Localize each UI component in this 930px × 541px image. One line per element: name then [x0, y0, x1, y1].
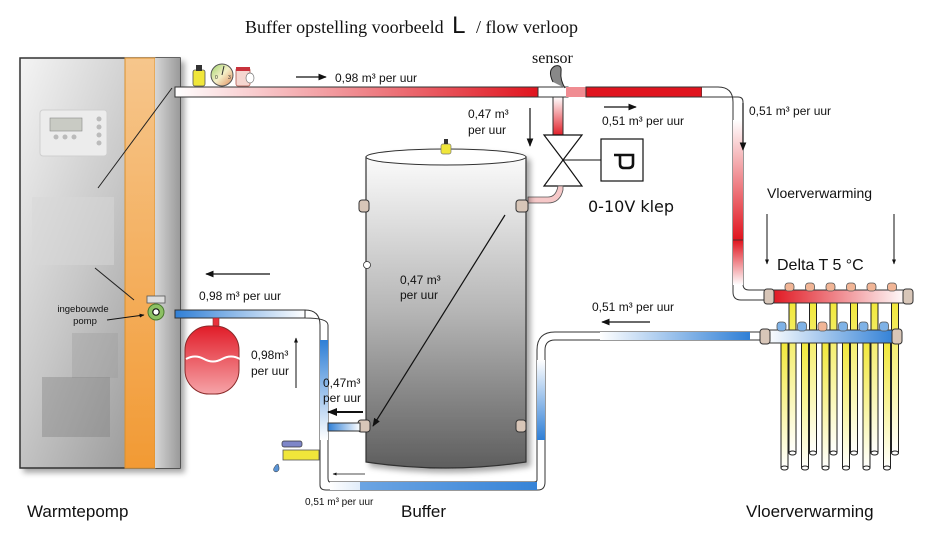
- heat-pump-panel-bottom: [42, 377, 110, 437]
- buffer-internal-flow-arrow: [372, 214, 506, 427]
- bottom-return-label: 0,51 m³ per uur: [305, 497, 374, 508]
- floor-loop-supply-tube: [809, 302, 817, 454]
- to-floor-vertical-label: 0,51 m³ per uur: [749, 104, 831, 118]
- builtin-pump-arrow: [106, 313, 145, 321]
- sensor: [549, 65, 566, 89]
- builtin-pump-label: ingebouwde: [57, 304, 108, 315]
- leader-line-supply: [97, 87, 173, 189]
- floor-heating-loops: [780, 302, 899, 471]
- svg-text:0: 0: [215, 75, 218, 81]
- heat-pump-panel-recess: [32, 197, 114, 265]
- hot-supply-pipe: [174, 86, 771, 301]
- sensor-label: sensor: [532, 50, 574, 67]
- floor-loop-return-end: [801, 465, 809, 471]
- supply-valve-cap: [784, 282, 795, 292]
- safety-valve: [235, 67, 255, 87]
- builtin-pump: [146, 295, 166, 321]
- floor-heating-top-label: Vloerverwarming: [767, 185, 872, 201]
- buffer-connection-top-right: [515, 199, 529, 213]
- expansion-vessel: [184, 317, 241, 395]
- return-floor-label: 0,51 m³ per uur: [592, 300, 674, 314]
- floor-loop-supply-end: [788, 450, 797, 456]
- heat-pump-panel-lower: [72, 333, 118, 378]
- floor-heating-label: Vloerverwarming: [746, 502, 874, 521]
- heat-pump-control-panel: [39, 109, 108, 157]
- supply-valve-cap: [866, 282, 877, 292]
- air-vent-fitting: [192, 65, 206, 87]
- floor-loop-supply-tube: [829, 302, 838, 454]
- cold-return-pipe: [174, 309, 771, 491]
- floor-loop-return-tube: [862, 342, 871, 469]
- floor-loop-supply-tube: [870, 302, 879, 454]
- valve-to-buffer-pipe: [527, 185, 564, 204]
- return-valve-cap: [858, 321, 869, 332]
- buffer-air-vent: [440, 139, 452, 155]
- buffer-sensor-pocket: [363, 261, 371, 269]
- floor-loop-supply-end: [891, 450, 899, 456]
- buffer-out-label: 0,47m³: [323, 376, 360, 390]
- return-vertical-label: 0,98m³: [251, 348, 288, 362]
- floor-loop-supply-tube: [788, 302, 797, 454]
- diagram-title: Buffer opstelling voorbeeld L / flow ver…: [245, 12, 578, 39]
- buffer-label: Buffer: [401, 502, 446, 521]
- return-valve-cap: [879, 321, 889, 332]
- pressure-gauge: 0 3: [210, 63, 234, 87]
- to-buffer-flow-label: 0,47 m³: [468, 107, 509, 121]
- supply-valve-cap: [805, 282, 815, 292]
- valve-actuator: [600, 138, 644, 182]
- leader-line-pump: [94, 267, 135, 301]
- to-floor-flow-label: 0,51 m³ per uur: [602, 114, 684, 128]
- supply-valve-cap: [825, 282, 836, 292]
- floor-loop-supply-tube: [850, 302, 858, 454]
- builtin-pump-label-2: pomp: [73, 316, 97, 327]
- return-main-label: 0,98 m³ per uur: [199, 289, 281, 303]
- return-valve-cap: [817, 321, 828, 332]
- return-valve-cap: [776, 321, 787, 332]
- floor-loop-return-tube: [842, 342, 850, 469]
- supply-flow-label: 0,98 m³ per uur: [335, 71, 417, 85]
- return-manifold: [759, 321, 903, 345]
- floor-loop-return-tube: [883, 342, 891, 469]
- buffer-internal-flow-label: 0,47 m³: [400, 273, 441, 287]
- floor-loop-supply-end: [809, 450, 817, 456]
- delta-t-label: Delta T 5 °C: [777, 257, 864, 274]
- mixing-valve: [542, 134, 601, 187]
- floor-loop-return-end: [780, 465, 789, 471]
- buffer-connection-top-left: [358, 199, 370, 213]
- floor-loop-supply-tube: [891, 302, 899, 454]
- supply-manifold: [763, 282, 914, 305]
- drain-tap: [273, 440, 320, 473]
- supply-valve-cap: [887, 282, 897, 292]
- floor-loop-supply-end: [829, 450, 838, 456]
- floor-loop-return-tube: [821, 342, 830, 469]
- valve-label: 0-10V klep: [588, 197, 674, 216]
- svg-text:3: 3: [228, 75, 231, 81]
- floor-loop-return-end: [862, 465, 871, 471]
- floor-loop-return-end: [821, 465, 830, 471]
- supply-valve-cap: [846, 282, 856, 292]
- floor-loop-supply-end: [850, 450, 858, 456]
- floor-loop-return-tube: [780, 342, 789, 469]
- floor-loop-return-end: [842, 465, 850, 471]
- return-valve-cap: [797, 321, 807, 332]
- buffer-internal-flow-label-2: per uur: [400, 288, 438, 302]
- floor-loop-return-tube: [801, 342, 809, 469]
- return-vertical-label-2: per uur: [251, 364, 289, 378]
- floor-loop-supply-end: [870, 450, 879, 456]
- floor-loop-return-end: [883, 465, 891, 471]
- return-valve-cap: [838, 321, 848, 332]
- to-buffer-flow-label-2: per uur: [468, 123, 506, 137]
- buffer-connection-bottom-right: [515, 419, 527, 433]
- heat-pump-label: Warmtepomp: [27, 502, 128, 521]
- buffer-out-label-2: per uur: [323, 391, 361, 405]
